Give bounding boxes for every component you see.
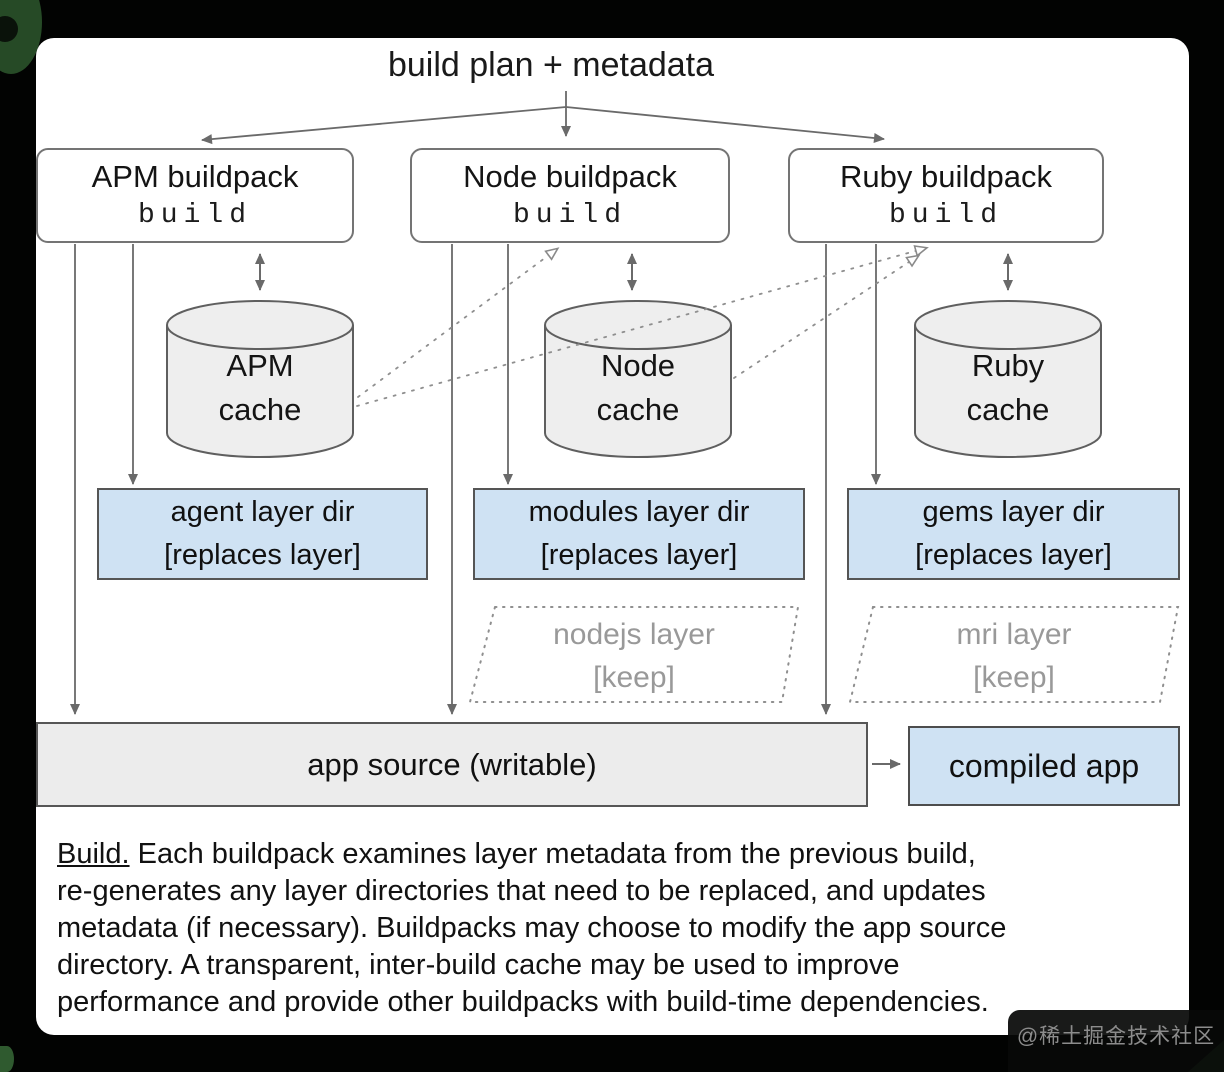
- compiled-app-box: compiled app: [908, 726, 1180, 806]
- caption-line: Build. Each buildpack examines layer met…: [57, 838, 976, 870]
- caption-paragraph: Build. Each buildpack examines layer met…: [57, 836, 1147, 1021]
- node-buildpack-phase: build: [512, 199, 627, 231]
- caption-line: metadata (if necessary). Buildpacks may …: [57, 912, 1007, 944]
- caption-line: performance and provide other buildpacks…: [57, 986, 989, 1018]
- dotted-arrow-apm-cache-to-ruby-buildpack: [356, 245, 929, 407]
- mri-keep-layer-label: mri layer [keep]: [956, 618, 1072, 694]
- arrow-plan-to-apm: [201, 106, 567, 145]
- node-cache-cylinder: [544, 300, 732, 458]
- node-buildpack-name: Node buildpack: [463, 158, 677, 194]
- background-corner-accent: [0, 1046, 14, 1072]
- background-corner-accent: [0, 16, 18, 42]
- modules-layer-dir-box: modules layer dir [replaces layer]: [473, 488, 805, 580]
- watermark-backdrop: @稀土掘金技术社区: [1008, 1010, 1224, 1072]
- ruby-buildpack-box: Ruby buildpack build: [788, 148, 1104, 243]
- mri-keep-layer-outline: [848, 606, 1180, 703]
- ruby-cache-cylinder: [914, 300, 1102, 458]
- caption-lead: Build.: [57, 838, 130, 870]
- apm-cache-label: APM cache: [218, 348, 302, 427]
- node-cache-label: Node cache: [596, 348, 680, 427]
- apm-buildpack-phase: build: [137, 199, 252, 231]
- agent-layer-dir-box: agent layer dir [replaces layer]: [97, 488, 428, 580]
- ruby-buildpack-phase: build: [888, 199, 1003, 231]
- gems-layer-dir-box: gems layer dir [replaces layer]: [847, 488, 1180, 580]
- build-plan-fan-arrows: [201, 91, 885, 145]
- ruby-cache-label: Ruby cache: [966, 348, 1050, 427]
- apm-cache-cylinder: [166, 300, 354, 458]
- arrow-plan-to-ruby: [565, 106, 885, 143]
- nodejs-keep-layer-outline: [468, 606, 800, 703]
- ruby-buildpack-name: Ruby buildpack: [840, 158, 1052, 194]
- app-source-box: app source (writable): [36, 722, 868, 807]
- watermark-text: @稀土掘金技术社区: [1016, 1025, 1216, 1048]
- caption-line: directory. A transparent, inter-build ca…: [57, 949, 900, 981]
- apm-buildpack-box: APM buildpack build: [36, 148, 354, 243]
- caption-line: re-generates any layer directories that …: [57, 875, 986, 907]
- apm-buildpack-name: APM buildpack: [91, 158, 299, 194]
- diagram-title: build plan + metadata: [387, 46, 715, 84]
- node-buildpack-box: Node buildpack build: [410, 148, 730, 243]
- nodejs-keep-layer-label: nodejs layer [keep]: [553, 618, 715, 694]
- dotted-arrow-apm-cache-to-node-buildpack: [357, 247, 560, 398]
